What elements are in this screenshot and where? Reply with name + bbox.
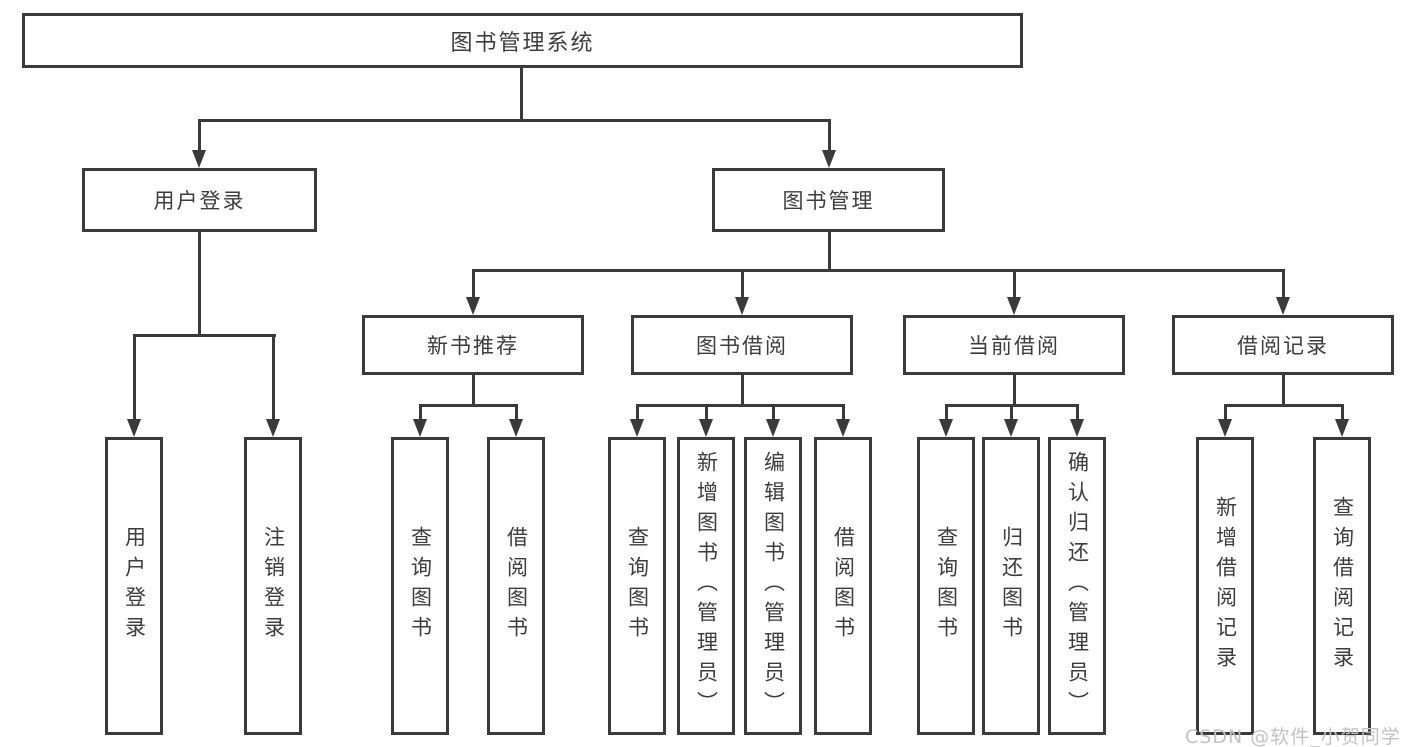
leaf-borrowing-borrow-books: 借阅图书: [814, 437, 872, 735]
leaf-records-add-borrow-record: 新增借阅记录: [1196, 437, 1254, 735]
arrowhead-user-login-icon: [192, 150, 206, 168]
arrowhead-leaf-icon: [1004, 419, 1018, 437]
edge-new-book-recommend-bus: [419, 404, 518, 407]
arrowhead-current-borrowing-icon: [1007, 297, 1021, 315]
leaf-borrowing-add-books-admin: 新增图书（管理员）: [677, 437, 735, 735]
edge-drop-book-management: [828, 119, 831, 150]
arrowhead-book-borrowing-icon: [735, 297, 749, 315]
leaf-logout-label: 注销登录: [261, 526, 286, 646]
arrowhead-borrowing-records-icon: [1276, 297, 1290, 315]
node-user-login-label: 用户登录: [153, 189, 246, 213]
leaf-borrowing-query-books: 查询图书: [608, 437, 666, 735]
edge-book-borrowing-bus: [636, 404, 845, 407]
node-book-management-label: 图书管理: [782, 189, 875, 213]
node-current-borrowing-label: 当前借阅: [968, 334, 1060, 358]
edge-drop-user-login: [198, 119, 201, 150]
leaf-borrowing-edit-books-admin-label: 编辑图书（管理员）: [761, 451, 786, 721]
leaf-recommend-borrow-books-label: 借阅图书: [504, 526, 529, 646]
node-current-borrowing: 当前借阅: [903, 315, 1125, 375]
node-borrowing-records: 借阅记录: [1172, 315, 1394, 375]
leaf-records-query-borrow-record: 查询借阅记录: [1313, 437, 1371, 735]
edge-root-trunk: [520, 68, 523, 122]
leaf-current-confirm-return-admin: 确认归还（管理员）: [1048, 437, 1106, 735]
arrowhead-leaf-icon: [630, 419, 644, 437]
leaf-current-query-books-label: 查询图书: [934, 526, 959, 646]
edge-drop-leaf: [842, 404, 845, 419]
leaf-user-login-label: 用户登录: [122, 526, 147, 646]
arrowhead-leaf-icon: [1335, 419, 1349, 437]
leaf-recommend-query-books: 查询图书: [391, 437, 449, 735]
edge-drop-leaf: [772, 404, 775, 419]
edge-borrowing-records-trunk: [1282, 373, 1285, 406]
arrowhead-leaf-icon: [939, 419, 953, 437]
arrowhead-leaf-icon: [1070, 419, 1084, 437]
leaf-logout: 注销登录: [244, 437, 302, 735]
leaf-recommend-borrow-books: 借阅图书: [487, 437, 545, 735]
edge-drop-leaf: [1076, 404, 1079, 419]
leaf-records-query-borrow-record-label: 查询借阅记录: [1330, 496, 1355, 676]
edge-drop-leaf-user-login: [133, 334, 136, 419]
edge-drop-leaf-logout: [272, 334, 275, 419]
leaf-current-confirm-return-admin-label: 确认归还（管理员）: [1065, 451, 1090, 721]
arrowhead-new-book-recommend-icon: [466, 297, 480, 315]
edge-drop-leaf: [705, 404, 708, 419]
edge-borrowing-records-bus: [1224, 404, 1344, 407]
leaf-records-add-borrow-record-label: 新增借阅记录: [1213, 496, 1238, 676]
arrowhead-leaf-icon: [836, 419, 850, 437]
edge-drop-leaf: [945, 404, 948, 419]
arrowhead-leaf-user-login-icon: [127, 419, 141, 437]
edge-book-management-trunk: [828, 230, 831, 271]
node-book-management: 图书管理: [712, 168, 945, 232]
node-borrowing-records-label: 借阅记录: [1237, 334, 1329, 358]
csdn-watermark: CSDN @软件_小贺同学: [1185, 726, 1401, 747]
edge-drop-leaf: [419, 404, 422, 419]
node-book-borrowing-label: 图书借阅: [696, 334, 788, 358]
leaf-current-return-books: 归还图书: [982, 437, 1040, 735]
edge-book-borrowing-trunk: [741, 373, 744, 406]
edge-user-login-bus: [133, 334, 276, 337]
edge-current-borrowing-trunk: [1013, 373, 1016, 406]
edge-level3-bus: [472, 269, 1285, 272]
edge-user-login-trunk: [198, 230, 201, 336]
arrowhead-leaf-icon: [1218, 419, 1232, 437]
node-user-login: 用户登录: [82, 168, 317, 232]
leaf-current-return-books-label: 归还图书: [999, 526, 1024, 646]
arrowhead-leaf-icon: [699, 419, 713, 437]
node-new-book-recommend-label: 新书推荐: [427, 334, 519, 358]
edge-drop-leaf: [515, 404, 518, 419]
edge-drop-new-book-recommend: [472, 269, 475, 297]
leaf-borrowing-borrow-books-label: 借阅图书: [831, 526, 856, 646]
edge-drop-current-borrowing: [1013, 269, 1016, 297]
edge-level2-bus: [198, 119, 831, 122]
node-root-label: 图书管理系统: [450, 30, 595, 56]
leaf-borrowing-add-books-admin-label: 新增图书（管理员）: [694, 451, 719, 721]
arrowhead-leaf-icon: [413, 419, 427, 437]
node-root-library-management-system: 图书管理系统: [22, 13, 1023, 68]
leaf-borrowing-query-books-label: 查询图书: [625, 526, 650, 646]
arrowhead-leaf-logout-icon: [266, 419, 280, 437]
node-new-book-recommend: 新书推荐: [362, 315, 584, 375]
edge-drop-leaf: [1341, 404, 1344, 419]
edge-new-book-recommend-trunk: [472, 373, 475, 406]
edge-drop-borrowing-records: [1282, 269, 1285, 297]
node-book-borrowing: 图书借阅: [631, 315, 853, 375]
arrowhead-leaf-icon: [509, 419, 523, 437]
arrowhead-book-management-icon: [822, 150, 836, 168]
leaf-user-login: 用户登录: [105, 437, 163, 735]
edge-drop-leaf: [1224, 404, 1227, 419]
leaf-borrowing-edit-books-admin: 编辑图书（管理员）: [744, 437, 802, 735]
edge-drop-book-borrowing: [741, 269, 744, 297]
arrowhead-leaf-icon: [766, 419, 780, 437]
edge-drop-leaf: [636, 404, 639, 419]
edge-drop-leaf: [1010, 404, 1013, 419]
leaf-recommend-query-books-label: 查询图书: [408, 526, 433, 646]
leaf-current-query-books: 查询图书: [917, 437, 975, 735]
